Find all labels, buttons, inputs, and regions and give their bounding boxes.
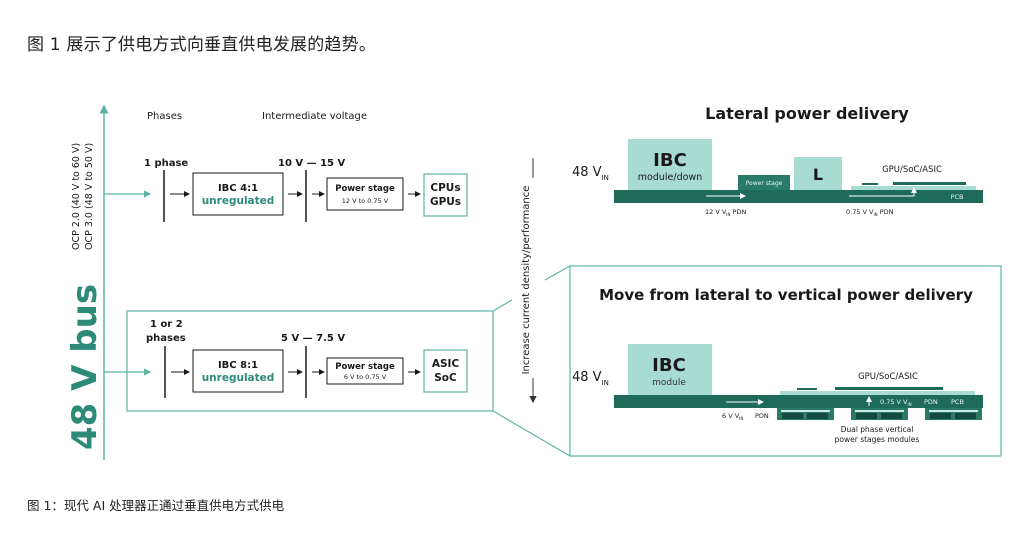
ocp-line-1: OCP 2.0 (40 V to 60 V) bbox=[71, 143, 82, 250]
phases-header: Phases bbox=[147, 111, 182, 122]
row1-ps-title: Power stage bbox=[335, 184, 395, 194]
lateral-ibc-module bbox=[628, 139, 712, 190]
row1-ibc-box bbox=[192, 172, 284, 216]
lateral-power-stage bbox=[738, 175, 790, 190]
zoom-connector-top-b bbox=[544, 265, 571, 281]
row1-load-1: CPUs bbox=[430, 182, 460, 194]
vertical-ibc-sub: module bbox=[652, 378, 686, 388]
row2-ps-title: Power stage bbox=[335, 362, 395, 372]
row2-phases-2: phases bbox=[146, 333, 186, 344]
lateral-vin: 48 VIN bbox=[572, 165, 609, 182]
row2-ibc-title: IBC 8:1 bbox=[218, 360, 258, 371]
row2-load-2: SoC bbox=[434, 372, 457, 384]
row1-ibc-sub: unregulated bbox=[202, 195, 275, 207]
lateral-pdn-arrow-2 bbox=[849, 187, 917, 197]
trend-label-bg bbox=[524, 178, 542, 378]
lateral-power-stage-label: Power stage bbox=[746, 180, 783, 187]
row2-load-1: ASIC bbox=[432, 358, 460, 370]
figure-caption: 图 1：现代 AI 处理器正通过垂直供电方式供电 bbox=[27, 498, 285, 513]
lateral-title: Lateral power delivery bbox=[705, 104, 909, 123]
vertical-power-stage-module-2 bbox=[851, 408, 908, 420]
zoom-connector-top-a bbox=[492, 299, 513, 312]
intermediate-voltage-header: Intermediate voltage bbox=[262, 111, 367, 122]
lateral-chip-die-small bbox=[862, 183, 878, 185]
lateral-pdn-2: 0.75 V VIN PDN bbox=[846, 208, 894, 217]
lateral-inductor-label: L bbox=[813, 165, 823, 184]
vertical-power-stage-module-3 bbox=[925, 408, 982, 420]
trend-label: Increase current density/performance bbox=[521, 186, 532, 375]
row2-ibc-sub: unregulated bbox=[202, 372, 275, 384]
row1-power-stage-box bbox=[326, 177, 404, 211]
vertical-pdn-label-c: 0.75 V VIN bbox=[880, 398, 912, 407]
vertical-pdn-label-b: PDN bbox=[755, 412, 769, 420]
lateral-chip-label: GPU/SoC/ASIC bbox=[882, 165, 942, 175]
vertical-power-stage-module-1 bbox=[777, 408, 834, 420]
vertical-chip-label: GPU/SoC/ASIC bbox=[858, 372, 918, 382]
row2-power-stage-box bbox=[326, 357, 404, 385]
lateral-pcb-label: PCB bbox=[951, 193, 964, 201]
row1-voltage: 10 V — 15 V bbox=[278, 158, 345, 169]
vertical-pcb bbox=[614, 395, 983, 408]
vertical-vin: 48 VIN bbox=[572, 370, 609, 387]
row2-load-box bbox=[423, 349, 468, 393]
vertical-pdn-label-d: PDN bbox=[924, 398, 938, 406]
vertical-pcb-label: PCB bbox=[951, 398, 964, 406]
bus-label: 48 V bus bbox=[65, 284, 105, 450]
vertical-title: Move from lateral to vertical power deli… bbox=[599, 286, 973, 304]
row2-voltage: 5 V — 7.5 V bbox=[281, 333, 345, 344]
row2-phases-1: 1 or 2 bbox=[150, 319, 183, 330]
lateral-chip-die bbox=[893, 182, 966, 185]
row1-phases: 1 phase bbox=[144, 158, 188, 169]
ocp-line-2: OCP 3.0 (48 V to 50 V) bbox=[84, 143, 95, 250]
vertical-chip-substrate bbox=[780, 391, 975, 395]
row1-load-2: GPUs bbox=[430, 196, 461, 208]
vertical-ibc-module bbox=[628, 344, 712, 395]
lateral-pcb bbox=[614, 190, 983, 203]
vertical-modules-label-2: power stages modules bbox=[835, 435, 920, 444]
zoom-connector-bottom bbox=[492, 410, 571, 457]
vertical-chip-die-small bbox=[797, 388, 817, 390]
vertical-ibc-title: IBC bbox=[652, 355, 686, 376]
row1-load-box bbox=[423, 173, 468, 217]
row2-ps-sub: 6 V to 0.75 V bbox=[344, 373, 387, 381]
figure-heading: 图 1 展示了供电方式向垂直供电发展的趋势。 bbox=[27, 35, 377, 55]
row1-ps-sub: 12 V to 0.75 V bbox=[342, 197, 389, 205]
vertical-panel-box bbox=[569, 265, 1002, 457]
vertical-modules-label-1: Dual phase vertical bbox=[841, 425, 914, 434]
row2-highlight-box bbox=[126, 310, 494, 412]
lateral-ibc-title: IBC bbox=[653, 150, 687, 171]
lateral-inductor bbox=[794, 157, 842, 190]
vertical-chip-die bbox=[835, 387, 943, 390]
vertical-pdn-label-a: 6 V VIN bbox=[722, 412, 743, 421]
row1-ibc-title: IBC 4:1 bbox=[218, 183, 258, 194]
lateral-pdn-1: 12 V VIN PDN bbox=[705, 208, 746, 217]
lateral-ibc-sub: module/down bbox=[638, 172, 702, 183]
row2-ibc-box bbox=[192, 349, 284, 393]
